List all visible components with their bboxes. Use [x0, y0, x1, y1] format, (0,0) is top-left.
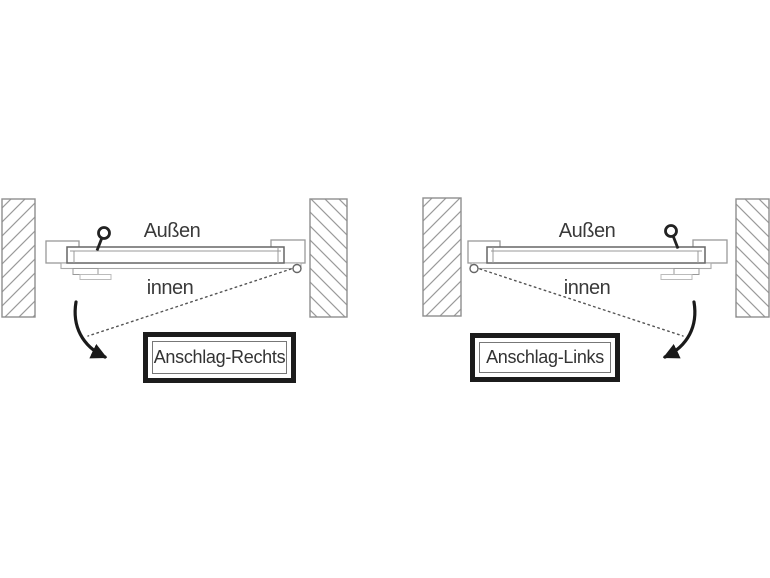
swing-direction-arrow-icon	[73, 300, 108, 359]
swing-path-dotted-line	[87, 268, 292, 337]
caption-text-left-hinged: Anschlag-Links	[486, 347, 604, 367]
inside-label-left-hinged: innen	[563, 276, 611, 299]
door-assembly	[467, 239, 728, 280]
door-panel	[66, 246, 285, 264]
right-wall	[735, 198, 770, 318]
outside-label-left-hinged: Außen	[558, 219, 616, 242]
latch-detail	[72, 268, 99, 275]
hinge-pin-icon	[292, 263, 302, 274]
caption-text-right-hinged: Anschlag-Rechts	[153, 347, 286, 367]
right-wall	[309, 198, 348, 318]
hinge-pin-icon	[469, 263, 479, 274]
swing-path-dotted-line	[479, 268, 684, 337]
caption-inner-frame: Anschlag-Rechts	[152, 341, 287, 374]
left-wall	[422, 197, 462, 317]
caption-inner-frame: Anschlag-Links	[479, 342, 611, 373]
door-panel	[486, 246, 706, 264]
door-handle-icon	[95, 226, 111, 252]
door-panel-inner-lines	[491, 247, 702, 263]
left-wall	[1, 198, 36, 318]
door-assembly	[45, 239, 306, 280]
door-panel-inner-lines	[70, 247, 281, 263]
caption-box-right-hinged: Anschlag-Rechts	[143, 332, 296, 383]
panel-right-hinged-drawing	[1, 198, 348, 359]
caption-box-left-hinged: Anschlag-Links	[470, 333, 620, 382]
latch-detail-2	[660, 274, 693, 280]
door-bottom-strip	[470, 262, 712, 270]
swing-direction-arrow-icon	[662, 300, 697, 359]
inside-label-right-hinged: innen	[146, 276, 194, 299]
latch-detail	[673, 268, 700, 275]
door-handle-icon	[664, 224, 680, 250]
door-bottom-strip	[60, 262, 302, 270]
latch-detail-2	[79, 274, 112, 280]
panel-left-hinged-drawing	[422, 197, 770, 359]
outside-label-right-hinged: Außen	[143, 219, 201, 242]
